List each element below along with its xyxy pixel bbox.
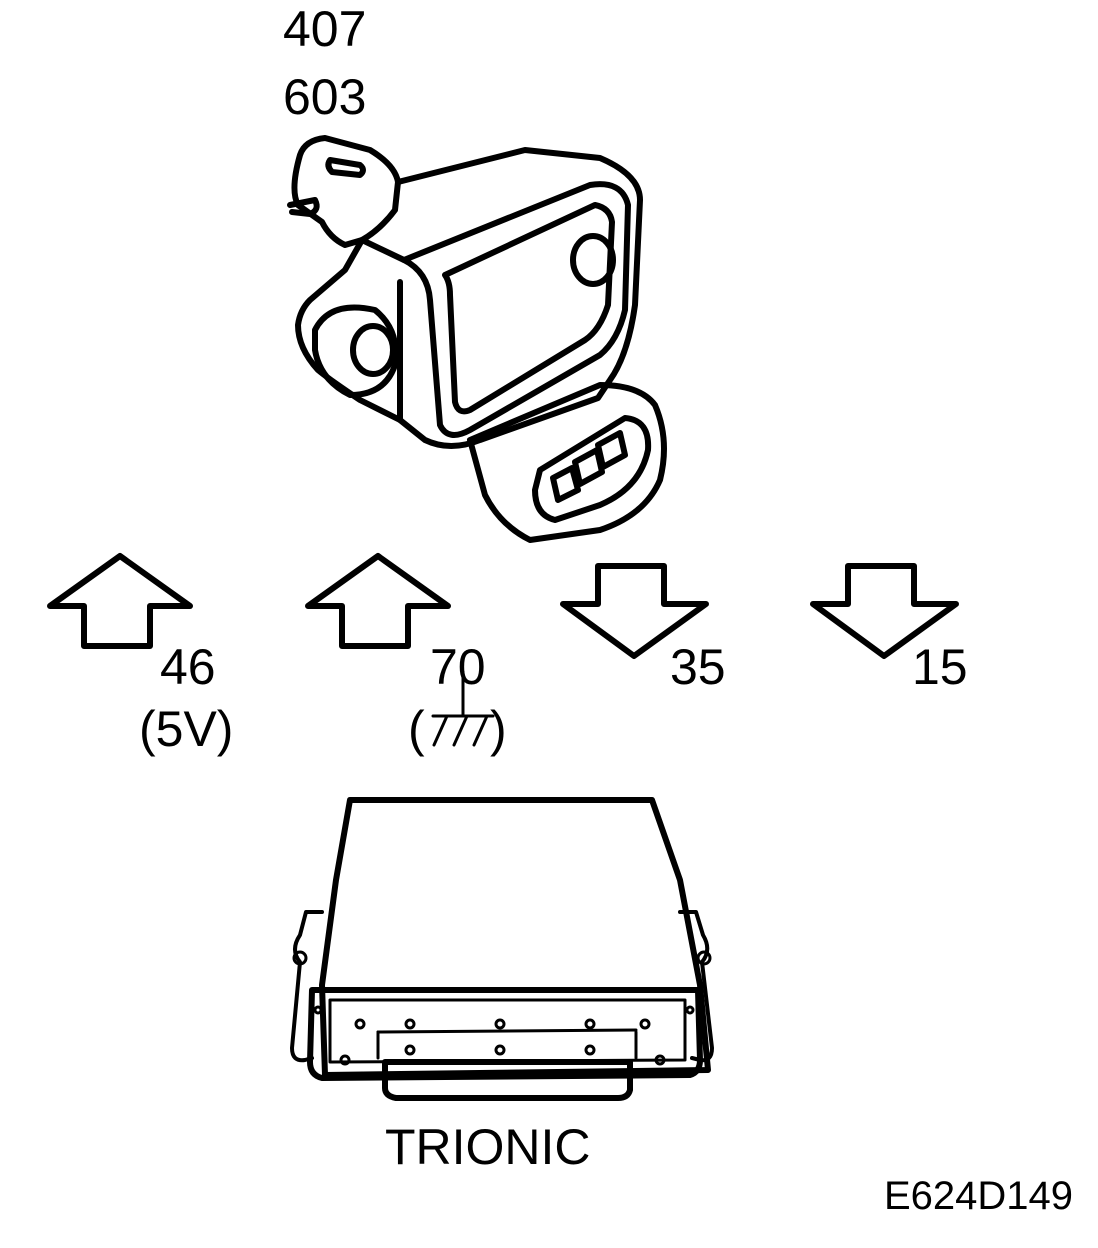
component-code-603: 603 bbox=[283, 69, 367, 125]
arrow-down-icon-35 bbox=[560, 563, 709, 659]
signal-pin-70: 70 bbox=[430, 639, 486, 695]
signal-note-46: (5V) bbox=[139, 701, 234, 757]
control-unit-label: TRIONIC bbox=[385, 1119, 591, 1175]
arrow-up-icon-70 bbox=[305, 553, 451, 649]
signal-pin-35: 35 bbox=[670, 639, 726, 695]
pressure-sensor-icon bbox=[287, 135, 667, 543]
ground-icon bbox=[431, 670, 495, 747]
arrow-down-icon-15 bbox=[810, 563, 959, 659]
figure-id: E624D149 bbox=[884, 1174, 1074, 1218]
signal-note-70-close: ) bbox=[490, 701, 507, 757]
component-code-407: 407 bbox=[283, 1, 367, 57]
control-unit-icon bbox=[290, 797, 714, 1101]
signal-pin-15: 15 bbox=[912, 639, 968, 695]
signal-pin-46: 46 bbox=[160, 639, 216, 695]
arrow-up-icon-46 bbox=[47, 553, 193, 649]
signal-note-70-open: ( bbox=[408, 701, 425, 757]
